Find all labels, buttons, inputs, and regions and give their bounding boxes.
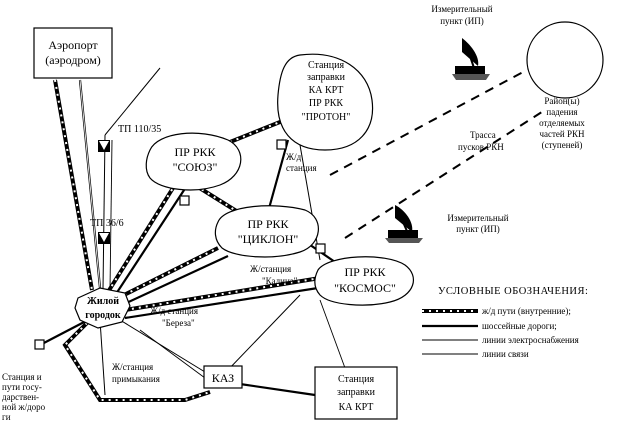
airport-label-1: Аэропорт <box>48 38 98 52</box>
legend-item-comm: линии связи <box>422 349 529 359</box>
station-junction-label-2: примыкания <box>112 374 160 384</box>
launch-track-label-1: Трасса <box>470 130 496 140</box>
cyclone-label-1: ПР РКК <box>247 217 289 231</box>
soyuz-label-1: ПР РКК <box>174 145 216 159</box>
fall-area-label-1: Район(ы) <box>544 96 579 106</box>
fall-area-label-5: (ступеней) <box>542 140 583 150</box>
legend-power-label: линии электроснабжения <box>482 335 579 345</box>
town-label-2: городок <box>85 310 121 321</box>
junction-box-proton <box>276 139 287 150</box>
state-rail-label-5: ги <box>2 412 11 422</box>
station-kalina-label-2: "Калина" <box>262 276 298 286</box>
junction-box-soyuz <box>179 195 190 206</box>
station-bereza-label-2: "Береза" <box>162 318 195 328</box>
airport-town-rail <box>53 79 94 291</box>
state-rail-label-4: ной ж/доро <box>2 402 46 412</box>
cyclone-node: ПР РКК "ЦИКЛОН" <box>214 205 319 258</box>
station-junction-label-1: Ж/станция <box>112 362 153 372</box>
legend-item-rail: ж/д пути (внутренние); <box>422 306 571 316</box>
legend: УСЛОВНЫЕ ОБОЗНАЧЕНИЯ: ж/д пути (внутренн… <box>422 286 588 359</box>
measure-top-label-1: Измерительный <box>431 4 492 14</box>
state-rail-label-3: дарствен- <box>2 392 39 402</box>
fuel-station-bottom-node: Станция заправки КА КРТ <box>314 366 398 420</box>
legend-item-power: линии электроснабжения <box>422 335 579 345</box>
rail-station-label-1: Ж/д <box>286 152 302 162</box>
proton-label-5: "ПРОТОН" <box>302 112 351 123</box>
tp-36-label: ТП 36/6 <box>90 218 124 229</box>
measure-bottom-label-1: Измерительный <box>447 213 508 223</box>
fall-area-label-2: падения <box>546 107 577 117</box>
legend-rail-label: ж/д пути (внутренние); <box>481 306 571 316</box>
rail-station-label-2: станция <box>286 163 317 173</box>
junction-power <box>99 319 106 396</box>
cosmos-node: ПР РКК "КОСМОС" <box>314 256 414 306</box>
town-cosmos-rail <box>124 276 321 312</box>
airport-node: Аэропорт (аэродром) <box>33 27 113 79</box>
proton-cyclone-power <box>299 144 321 261</box>
proton-label-1: Станция <box>308 60 345 71</box>
proton-label-3: КА КРТ <box>309 85 344 96</box>
airport-label-2: (аэродром) <box>45 53 101 67</box>
legend-item-road: шоссейные дороги; <box>422 321 557 331</box>
measure-top-label-2: пункт (ИП) <box>440 16 484 26</box>
cosmos-kaz-power <box>225 294 301 373</box>
fall-area-node: Район(ы) падения отделяемых частей РКН (… <box>526 21 604 150</box>
proton-node: Станция заправки КА КРТ ПР РКК "ПРОТОН" <box>277 53 374 151</box>
legend-title: УСЛОВНЫЕ ОБОЗНАЧЕНИЯ: <box>438 286 588 297</box>
town-kaz-power <box>119 319 206 373</box>
town-cyclone-rail <box>117 246 219 300</box>
launch-track-line <box>329 54 556 176</box>
antenna-dish-icon <box>452 38 490 80</box>
town-soyuz-road <box>115 183 189 295</box>
town-label-1: Жилой <box>87 296 119 307</box>
town-cosmos-road <box>124 286 319 320</box>
fuel-bottom-label-3: КА КРТ <box>339 402 374 413</box>
launch-track-line-2 <box>344 109 546 239</box>
living-town-node: Жилой городок <box>74 287 131 329</box>
proton-label-2: заправки <box>307 72 346 83</box>
cosmos-label-1: ПР РКК <box>344 265 386 279</box>
soyuz-node: ПР РКК "СОЮЗ" <box>145 132 242 191</box>
measure-bottom-label-2: пункт (ИП) <box>456 224 500 234</box>
antenna-dish-icon-2 <box>385 205 423 243</box>
measure-point-bottom: Измерительный пункт (ИП) <box>385 205 509 243</box>
town-cyclone-road <box>121 255 229 306</box>
legend-comm-label: линии связи <box>482 349 529 359</box>
tp-110-label: ТП 110/35 <box>118 124 161 135</box>
proton-cyclone-road <box>266 139 290 213</box>
state-rail-label-2: пути госу- <box>2 382 42 392</box>
state-rail-label-1: Станция и <box>2 372 42 382</box>
kaz-fuel-road <box>239 382 316 397</box>
station-bereza-label-1: Ж/д станция <box>150 306 198 316</box>
transformer-36-icon <box>98 232 110 244</box>
station-kalina-label-1: Ж/станция <box>250 264 291 274</box>
fuel-bottom-label-2: заправки <box>337 387 376 398</box>
soyuz-label-2: "СОЮЗ" <box>173 160 218 174</box>
kaz-node: КАЗ <box>203 365 243 389</box>
junction-box-cyclone <box>315 243 326 254</box>
fall-area-label-4: частей РКН <box>539 129 585 139</box>
connection-lines <box>39 54 556 402</box>
measure-point-top: Измерительный пункт (ИП) <box>431 4 493 80</box>
junction-box-town <box>34 339 45 350</box>
town-south-road <box>39 319 89 346</box>
cyclone-label-2: "ЦИКЛОН" <box>238 232 299 246</box>
town-kaz-comm <box>139 329 206 379</box>
kaz-label: КАЗ <box>212 371 234 385</box>
proton-label-4: ПР РКК <box>309 98 344 109</box>
cosmos-fuel-comm <box>319 299 346 369</box>
fall-area-label-3: отделяемых <box>539 118 585 128</box>
transformer-110-icon <box>98 140 110 152</box>
airport-town-road <box>78 79 102 289</box>
legend-road-label: шоссейные дороги; <box>482 321 557 331</box>
fuel-bottom-label-1: Станция <box>338 374 375 385</box>
town-state-rail <box>62 316 211 402</box>
town-soyuz-rail <box>106 178 180 294</box>
cosmos-label-2: "КОСМОС" <box>334 281 396 295</box>
town-power-trunk <box>102 67 161 291</box>
launch-track-label-2: пусков РКН <box>458 142 504 152</box>
